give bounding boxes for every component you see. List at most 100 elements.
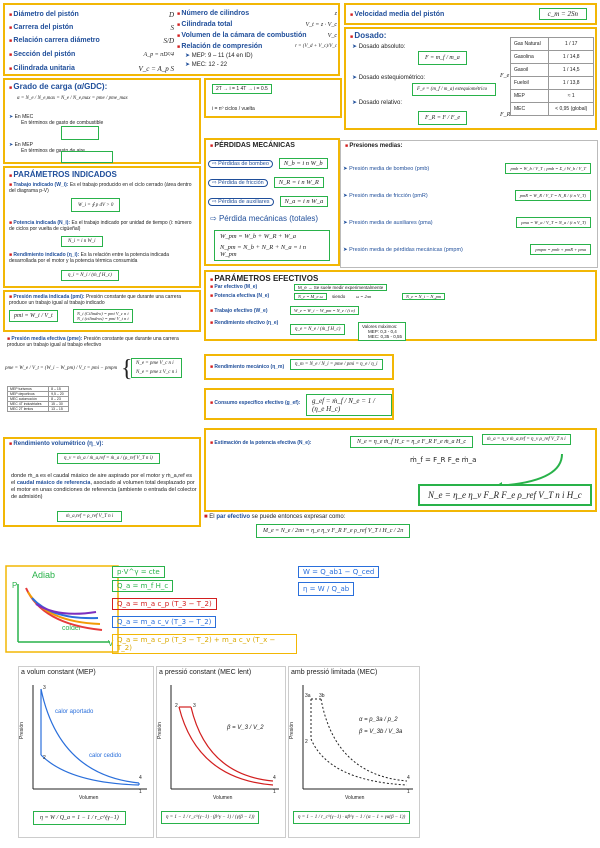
fuel-table-row: MEP≈ 1 <box>509 89 594 103</box>
valores-maximos: Valores máximos: MEP: 0,3 - 0,4 MEC: 0,3… <box>358 322 407 341</box>
diametro-sym: D <box>168 10 174 19</box>
potencia-efectiva-label: Potencia efectiva (N_e) <box>210 293 269 299</box>
potencia-indicada-text: Potencia indicada (N_i): Es el trabajo i… <box>9 220 197 232</box>
pmi-right-1: N_i (Cilindro) = pmi V_c n i <box>77 311 129 316</box>
adiab-sketch: Adiab P V colder <box>5 565 119 653</box>
ciclos-box: 2T → i = 1 4T → i = 0.5 i = nº ciclos / … <box>204 78 342 118</box>
fuel-value-cell: 1 / 14,8 <box>548 50 594 64</box>
calor-cedido-label: calor cedido <box>89 753 122 759</box>
cilindrada-label: Cilindrada unitaria <box>9 65 74 72</box>
rendimiento-indicado-desc: Es la relación entre la potencia indicad… <box>9 252 170 264</box>
pme-right-2: N_e = pme z V_c n i <box>136 370 177 375</box>
trabajo-efectivo-label: Trabajo efectivo (W_e) <box>210 308 267 314</box>
dosado-absoluto-formula: F = m_f / m_a <box>418 51 467 65</box>
carrera-label: Carrera del pistón <box>9 24 73 31</box>
presion-item: Presión media de bombeo (pmb)pmb = W_b /… <box>343 155 595 182</box>
rcomp-label: Relación de compresión <box>177 43 262 50</box>
dosado-esteq-formula: F_e = (m_f / m_a) estequiométrico <box>412 83 496 96</box>
pmi-formula: pmi = W_i / V_t <box>9 310 58 322</box>
pme-desc: Presión constante que durante una carrer… <box>7 336 179 348</box>
w-formula: W = Q_ab1 − Q_ced <box>298 566 380 578</box>
presion-label: Presión media de pérdidas mecánicas (pmp… <box>343 247 463 253</box>
volumetrico-desc: donde ṁ_a es el caudal másico de aire as… <box>11 473 197 501</box>
grado-mep-formula <box>61 151 113 163</box>
pme-engine-cell: MEC 2T lentos <box>6 406 50 412</box>
final-formula: N_e = η_e η_v F_R F_e ρ_ref V_T n i H_c <box>418 484 592 506</box>
dosado-title: Dosado: <box>350 31 386 40</box>
work-formulas: W = Q_ab1 − Q_ced η = W / Q_ab <box>298 566 418 616</box>
fuel-value-cell: ≈ 1 <box>548 89 594 103</box>
potencia-indicada-formula: N_i = i n W_i <box>61 236 103 247</box>
par-efectivo-note: M_e → Se suele medir experimentalmente <box>294 284 388 291</box>
rcomp-mec: MEC: 12 - 22 <box>185 61 337 70</box>
perdidas-totales-label: Pérdida mecánicas (totales) <box>218 214 319 223</box>
fuel-name-cell: MEP <box>509 89 550 103</box>
presion-label: Presión media de fricción (pmR) <box>343 193 428 199</box>
relacion-sym: S/D <box>163 36 175 45</box>
par-text-post: se puede entonces expresar como: <box>250 514 346 520</box>
ctotal-label: Cilindrada total <box>177 21 232 28</box>
presion-item: Presión media de auxiliares (pma)pma = W… <box>343 209 595 236</box>
fr-side-label: F_R <box>500 112 511 118</box>
calor-aportado-label: calor aportado <box>55 709 94 715</box>
pme-right: N_e = pme V_c n i N_e = pme z V_c n i <box>131 358 182 378</box>
pme-right-1: N_e = pme V_c n i <box>136 361 174 366</box>
volumetrico-desc-pre: donde ṁ_a es el caudal másico de aire as… <box>11 473 192 486</box>
perdida-label: ⇨ Pérdida de fricción <box>208 178 268 187</box>
estimacion-label: Estimación de la potencia efectiva (N_e)… <box>210 440 311 446</box>
perdida-formula: N_b = i n W_b <box>278 158 328 169</box>
cycle-2-ylabel: Presión <box>157 722 163 739</box>
rendimiento-indicado-formula: η_i = N_i / (ṁ_f H_c) <box>61 270 119 281</box>
valores-mep: MEP: 0,3 - 0,4 <box>368 329 397 334</box>
cycle-2-formula: η = 1 − 1 / r_c^(γ−1) · (β^γ − 1) / (γ(β… <box>161 811 260 824</box>
pmi-right-2: N_i (cilindros) = pmi V_t n i <box>77 316 129 321</box>
cycle-2-point: 2 <box>175 703 178 709</box>
mecanico-box: Rendimiento mecánico (η_m) η_m = N_e / N… <box>204 354 394 380</box>
pmi-label: Presión media indicada (pmi): <box>9 294 85 300</box>
cycle-2-point: 3 <box>193 703 196 709</box>
ncil-sym: z <box>334 10 337 17</box>
pme-section: Presión media efectiva (pme): Presión co… <box>3 336 201 416</box>
grado-mep-note: En términos de gasto de aire <box>21 148 85 154</box>
presion-item: Presión media de fricción (pmR)pmR = W_R… <box>343 182 595 209</box>
dosado-absoluto-label: Dosado absoluto: <box>352 43 406 50</box>
potencia-efectiva-f2: N_e = N_i − N_pm <box>402 293 446 300</box>
volumetrico-box: Rendimiento volumétrico (η_v): η_v = ṁ_a… <box>3 437 201 527</box>
volumetrico-formula: η_v = ṁ_a / ṁ_a,ref = ṁ_a / (ρ_ref V_T n… <box>57 453 160 464</box>
cycle-1-point: 4 <box>139 775 142 781</box>
pme-brace: { <box>121 356 133 382</box>
qa2-formula: Q_a = m_a c_p (T_3 − T_2) <box>112 598 217 610</box>
dosado-relativo-formula: F_R = F / F_e <box>418 111 468 125</box>
fe-side-label: F_e <box>500 73 510 79</box>
fuel-table-row: MEC< 0,95 (global) <box>509 102 594 116</box>
cycle-2-title: a pressió constant (MEC lent) <box>159 669 252 676</box>
rcomp-sym: r = (V_d + V_c)/V_c <box>294 44 337 49</box>
par-text-bold: par efectivo <box>216 514 250 520</box>
fuel-name-cell: Fueloil <box>509 76 550 90</box>
velocidad-label: Velocidad media del pistón <box>350 11 444 18</box>
ctotal-sym: V_t = z · V_c <box>305 21 337 28</box>
carrera-sym: S <box>170 23 175 32</box>
cycle-3-xlabel: Volumen <box>345 795 365 801</box>
cycle-2-point: 4 <box>273 775 276 781</box>
trabajo-indicado-label: Trabajo indicado (W_i): <box>9 182 68 188</box>
mf-hand: ṁ_f = F_R F_e ṁ_a <box>410 456 477 464</box>
v-axis-label: V <box>108 639 114 648</box>
velocidad-formula: c_m = 2Sn <box>538 8 587 20</box>
cycle-3-point: 1 <box>407 789 410 795</box>
cycle-3-alpha: α = p_3a / p_2 <box>359 717 398 723</box>
trabajo-efectivo-formula: W_e = W_i − W_pm = N_e / (i n) <box>290 306 359 315</box>
trabajo-indicado-desc: Es el trabajo producido en el ciclo cerr… <box>9 182 192 194</box>
grado-mep-label: En MEP <box>9 142 33 148</box>
grado-carga-title: Grado de carga (α/GDC): <box>9 82 107 91</box>
seccion-label: Sección del pistón <box>9 51 75 58</box>
perdidas-tot1: W_pm = W_b + W_R + W_a <box>220 233 296 240</box>
